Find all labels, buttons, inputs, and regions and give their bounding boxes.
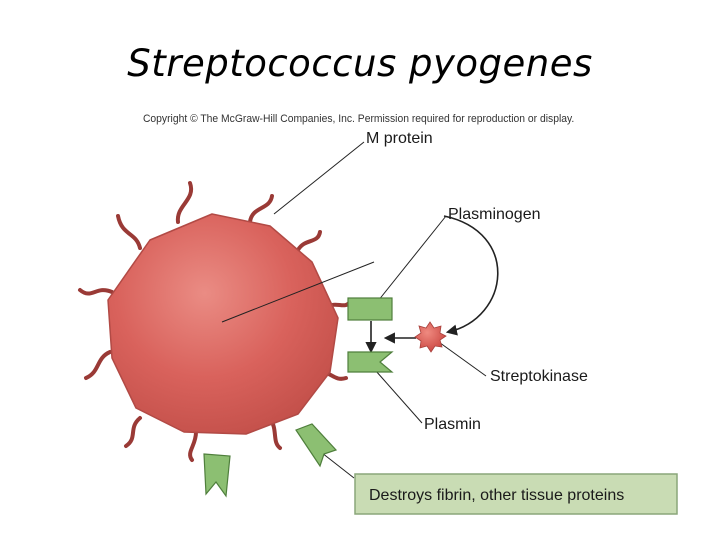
- streptokinase-leader: [435, 339, 487, 377]
- caption-text: Destroys fibrin, other tissue proteins: [369, 487, 624, 504]
- fiber: [188, 430, 198, 462]
- fiber: [116, 214, 142, 250]
- m-protein-leader: [273, 141, 365, 215]
- fiber: [124, 416, 142, 448]
- slide-title: Streptococcus pyogenes: [127, 42, 593, 85]
- streptokinase-label: Streptokinase: [490, 368, 588, 385]
- cleaved-fragment: [203, 453, 231, 498]
- plasmin-protein: [347, 351, 394, 373]
- fiber: [78, 288, 114, 296]
- cleaved-fragment: [295, 423, 338, 468]
- copyright-notice: Copyright © The McGraw-Hill Companies, I…: [142, 113, 575, 125]
- activation-arc-arrow: [443, 215, 499, 336]
- fiber: [175, 181, 194, 224]
- caption-box: [354, 473, 678, 515]
- plasminogen-leader-protein: [373, 215, 447, 307]
- streptokinase-molecule: [414, 321, 447, 353]
- fiber: [84, 350, 112, 380]
- fiber: [296, 230, 322, 252]
- plasminogen-protein: [347, 297, 393, 321]
- plasmin-label: Plasmin: [424, 416, 481, 433]
- m-protein-label: M protein: [366, 130, 433, 147]
- plasminogen-leader-cell: [221, 261, 375, 323]
- fiber: [248, 194, 274, 224]
- bacterial-cell: [107, 213, 339, 435]
- plasminogen-label: Plasminogen: [448, 206, 541, 223]
